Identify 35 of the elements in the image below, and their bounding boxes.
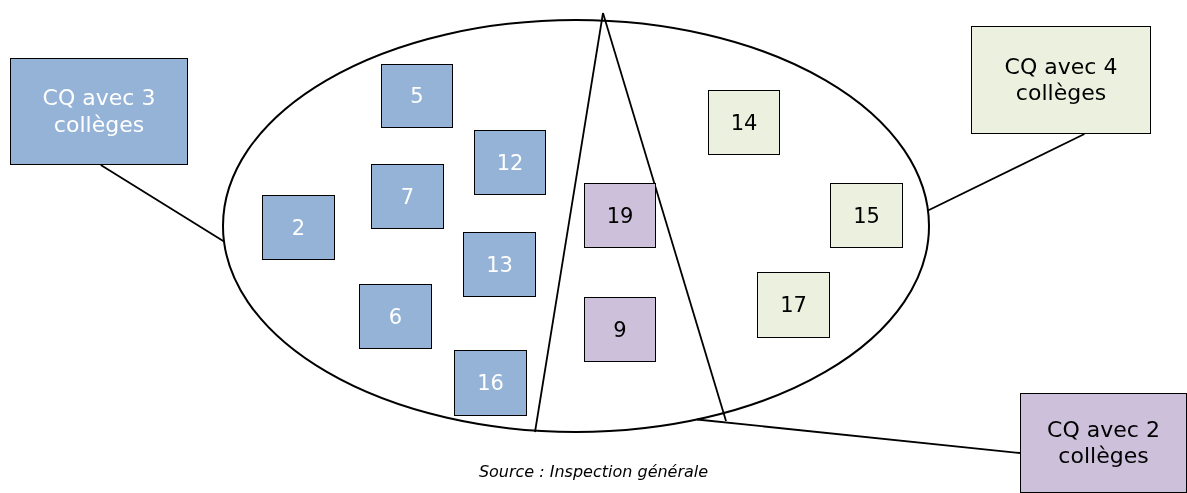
- number-tile: [359, 284, 432, 349]
- number-tile: [454, 350, 527, 416]
- number-tile: [371, 164, 444, 229]
- number-tile: [708, 90, 780, 155]
- number-tile: [584, 297, 656, 362]
- callout-box: [10, 58, 188, 165]
- number-tile: [757, 272, 830, 338]
- callout-box: [1020, 393, 1187, 493]
- callout-text: CQ avec 3 collèges: [41, 85, 157, 138]
- ellipse-outline: [222, 19, 930, 433]
- number-tile: [463, 232, 536, 297]
- number-label: 17: [780, 293, 807, 317]
- number-label: 16: [477, 371, 504, 395]
- leader-line: [696, 418, 1021, 454]
- number-label: 6: [388, 304, 403, 329]
- leader-line: [927, 133, 1086, 212]
- number-label: 15: [853, 203, 880, 228]
- callout-text: CQ avec 4 collèges: [1003, 53, 1119, 107]
- number-label: 14: [730, 110, 758, 135]
- number-label: 7: [400, 184, 415, 209]
- number-tile: [262, 195, 335, 260]
- number-label: 2: [291, 215, 306, 240]
- callout-box: [971, 26, 1151, 134]
- number-label: 13: [486, 252, 513, 277]
- number-tile: [830, 183, 903, 248]
- leader-line: [99, 164, 225, 243]
- number-tile: [381, 64, 453, 128]
- number-label: 19: [606, 203, 634, 228]
- number-label: 12: [496, 150, 524, 175]
- number-label: 9: [613, 317, 627, 342]
- number-tile: [474, 130, 546, 195]
- source-caption: Source : Inspection générale: [478, 462, 709, 481]
- callout-text: CQ avec 2 collèges: [1046, 416, 1161, 470]
- number-label: 5: [410, 84, 424, 108]
- number-tile: [584, 183, 656, 248]
